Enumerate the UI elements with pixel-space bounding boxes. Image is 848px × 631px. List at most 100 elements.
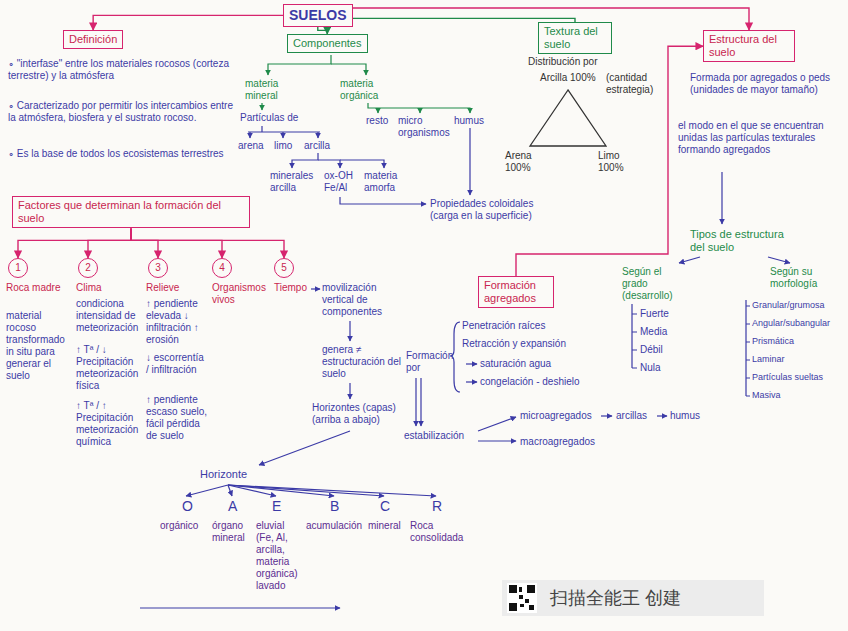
sketch-mark <box>509 585 535 611</box>
note-text: arcillas <box>616 410 647 422</box>
note-text: orgánico <box>160 520 210 532</box>
note-text: ∘ Caracterizado por permitir los interca… <box>8 100 238 124</box>
leader-line <box>340 197 426 204</box>
note-text: Tipos de estructura del suelo <box>690 228 800 254</box>
note-text: arena <box>238 140 264 152</box>
note-text: Partículas sueltas <box>752 372 823 383</box>
note-text: genera ≠ estructuración del suelo <box>322 344 404 380</box>
leader-line <box>420 378 421 426</box>
leader-line <box>349 383 350 399</box>
sketch-mark <box>509 603 517 611</box>
leader-line <box>259 431 350 465</box>
note-text: Distribución por <box>528 56 597 68</box>
leader-line <box>478 440 516 441</box>
callout-number: 5 <box>274 258 294 278</box>
leader-line <box>318 160 340 168</box>
note-text: condiciona intensidad de meteorización <box>76 298 142 334</box>
node-text: 4 <box>213 259 231 277</box>
node-text: Definición <box>69 33 117 46</box>
leader-line <box>632 304 637 368</box>
note-text: Propiedades coloidales (carga en la supe… <box>430 198 560 222</box>
leader-line <box>469 128 470 195</box>
callout-number: 4 <box>212 258 232 278</box>
sketch-mark <box>507 583 537 613</box>
leader-line <box>249 132 250 138</box>
node-text: 5 <box>275 259 293 277</box>
callout-number: 1 <box>8 258 28 278</box>
connector <box>88 228 131 258</box>
callout-number: 3 <box>148 258 168 278</box>
note-text: el modo en el que se encuentran unidas l… <box>678 120 840 156</box>
note-text: Penetración raíces <box>462 320 545 332</box>
note-text: movilización vertical de componentes <box>322 282 404 318</box>
leader-line <box>228 485 436 496</box>
sketch-mark <box>525 599 529 603</box>
note-text: Media <box>640 326 667 338</box>
horizon-letter: O <box>182 498 193 515</box>
leader-line <box>466 363 477 364</box>
note-text: Formación por <box>406 350 448 374</box>
note-text: Horizontes (capas) (arriba a abajo) <box>312 402 408 426</box>
node-text: 1 <box>9 259 27 277</box>
horizon-letter: A <box>228 498 237 515</box>
node-text: 3 <box>149 259 167 277</box>
note-text: congelación - deshielo <box>480 376 580 388</box>
leader-line <box>349 321 350 341</box>
node-text: 2 <box>79 259 97 277</box>
note-text: ↑ pendiente elevada ↓ infiltración ↑ ero… <box>146 298 208 346</box>
callout-number: 2 <box>78 258 98 278</box>
leader-line <box>228 485 232 496</box>
note-text: Según su morfología <box>770 266 842 290</box>
note-text: Nula <box>640 362 661 374</box>
node-text: Textura del suelo <box>544 25 606 51</box>
sketch-mark <box>520 604 524 607</box>
sketch-mark <box>509 585 517 593</box>
leader-line <box>317 132 318 138</box>
note-text: ↑ pendiente escaso suelo, fácil pérdida … <box>146 394 208 442</box>
branch-box: Definición <box>63 30 123 49</box>
sketch-mark <box>527 585 535 593</box>
node-text: Factores que determinan la formación del… <box>18 199 244 225</box>
connector <box>18 228 131 258</box>
note-text: Prismática <box>752 336 794 347</box>
note-text: humus <box>454 115 484 127</box>
connector <box>131 228 284 258</box>
note-text: Organismos vivos <box>212 282 270 306</box>
note-text: microagregados <box>520 410 592 422</box>
note-text: Débil <box>640 344 663 356</box>
leader-line <box>478 417 516 431</box>
leader-line <box>140 607 340 608</box>
leader-line <box>657 415 667 416</box>
sketch-mark <box>519 587 522 592</box>
leader-line <box>340 160 384 168</box>
leader-line <box>186 485 228 496</box>
note-text: Tiempo <box>274 282 307 294</box>
note-text: Retracción y expansión <box>462 338 566 350</box>
note-text: Fuerte <box>640 308 669 320</box>
note-text: Limo 100% <box>598 150 634 174</box>
note-text: material rocoso transformado in situ par… <box>6 310 72 382</box>
leader-line <box>450 322 460 392</box>
note-text: macroagregados <box>520 436 595 448</box>
connector <box>318 27 327 34</box>
horizon-letter: C <box>380 498 390 515</box>
sketch-mark <box>502 580 764 616</box>
note-text: materia mineral <box>245 78 305 102</box>
branch-box: Textura del suelo <box>538 22 612 54</box>
note-text: Laminar <box>752 354 785 365</box>
leader-line <box>746 300 750 396</box>
leader-line <box>261 126 262 132</box>
leader-line <box>601 415 612 416</box>
node-text: SUELOS <box>289 7 347 24</box>
note-text: Roca madre <box>6 282 66 294</box>
node-text: Estructura del suelo <box>709 33 789 59</box>
node-text: Componentes <box>293 37 362 50</box>
leader-line <box>466 381 477 382</box>
note-text: saturación agua <box>480 358 551 370</box>
note-text: Relieve <box>146 282 179 294</box>
connector <box>131 228 158 258</box>
note-text: minerales arcilla <box>270 170 320 194</box>
sketch-mark <box>262 55 470 113</box>
note-text: Partículas de <box>240 112 298 124</box>
